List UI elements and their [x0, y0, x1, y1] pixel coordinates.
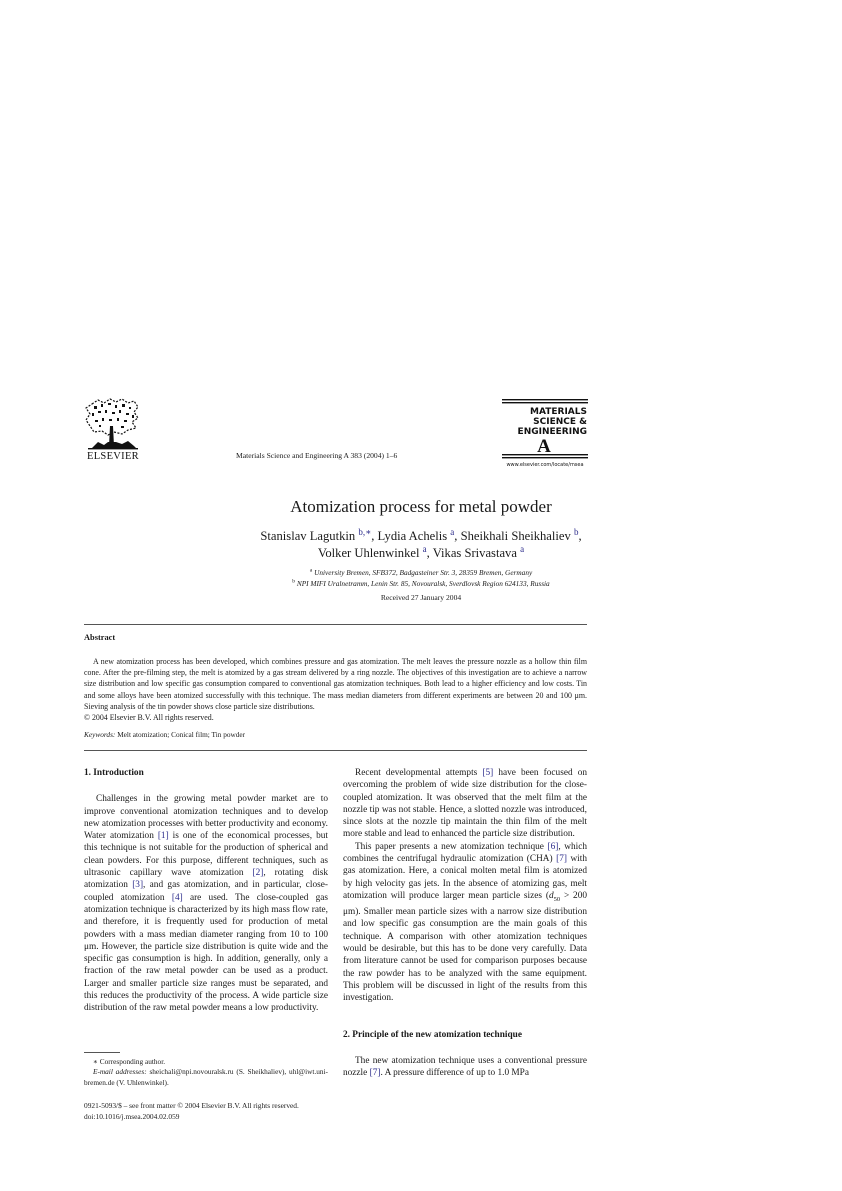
email-note: E-mail addresses: sheichali@npi.novoural… — [84, 1067, 328, 1087]
citation-link[interactable]: [1] — [157, 831, 169, 842]
paragraph: Recent developmental attempts [5] have b… — [343, 768, 588, 840]
doi[interactable]: doi:10.1016/j.msea.2004.02.059 — [84, 1111, 180, 1121]
journal-logo: MATERIALS SCIENCE & ENGINEERING A www.el… — [502, 398, 588, 468]
divider — [84, 750, 587, 751]
right-column: Recent developmental attempts [5] have b… — [343, 767, 587, 1079]
svg-text:www.elsevier.com/locate/msea: www.elsevier.com/locate/msea — [506, 462, 583, 468]
elsevier-tree-icon: ELSEVIER — [85, 398, 139, 462]
author: Stanislav Lagutkin b,∗, — [260, 526, 378, 543]
elsevier-logo: ELSEVIER — [84, 398, 142, 462]
citation-link[interactable]: [7] — [369, 1068, 381, 1079]
svg-text:A: A — [537, 436, 551, 457]
author-list: Stanislav Lagutkin b,∗, Lydia Achelis a,… — [0, 526, 842, 562]
author-affiliation-link[interactable]: a — [520, 543, 525, 554]
citation-link[interactable]: [7] — [556, 854, 567, 865]
paragraph: The new atomization technique uses a con… — [343, 1055, 587, 1079]
footnote-divider — [84, 1052, 120, 1053]
svg-text:SCIENCE &: SCIENCE & — [533, 417, 587, 427]
author-affiliation-link[interactable]: b,∗ — [358, 526, 372, 537]
author: Lydia Achelis a, — [377, 526, 461, 543]
footnotes: ∗ Corresponding author. E-mail addresses… — [84, 1057, 328, 1088]
abstract-body: A new atomization process has been devel… — [84, 656, 587, 723]
divider — [84, 624, 587, 625]
svg-text:ENGINEERING: ENGINEERING — [518, 427, 587, 437]
author-affiliation-link[interactable]: a — [450, 526, 455, 537]
author: Volker Uhlenwinkel a, — [317, 543, 433, 560]
issn-line: 0921-5093/$ – see front matter © 2004 El… — [84, 1101, 299, 1110]
keywords: Keywords: Melt atomization; Conical film… — [84, 730, 245, 739]
citation-link[interactable]: [3] — [132, 880, 144, 891]
citation-link[interactable]: [6] — [547, 841, 559, 852]
citation-link[interactable]: [5] — [482, 768, 494, 778]
section-heading-principle: 2. Principle of the new atomization tech… — [343, 1029, 522, 1040]
left-column: 1. Introduction Challenges in the growin… — [84, 767, 328, 1015]
corresponding-author-note: ∗ Corresponding author. — [93, 1057, 166, 1066]
affiliation: a University Bremen, SFB372, Badgasteine… — [309, 567, 533, 577]
abstract-text: A new atomization process has been devel… — [84, 657, 587, 711]
section-heading-introduction: 1. Introduction — [84, 768, 144, 778]
author-affiliation-link[interactable]: b — [573, 526, 579, 537]
affiliations: a University Bremen, SFB372, Badgasteine… — [0, 567, 842, 589]
paragraph: Challenges in the growing metal powder m… — [84, 794, 329, 1014]
author: Vikas Srivastava a — [432, 543, 525, 560]
citation-link[interactable]: [2] — [252, 868, 264, 879]
citation-link[interactable]: [4] — [171, 892, 183, 903]
author: Sheikhali Sheikhaliev b, — [460, 526, 582, 543]
abstract-copyright: © 2004 Elsevier B.V. All rights reserved… — [84, 713, 214, 723]
author-affiliation-link[interactable]: a — [422, 543, 427, 554]
article-title: Atomization process for metal powder — [290, 497, 552, 516]
received-date: Received 27 January 2004 — [380, 593, 462, 602]
front-matter: 0921-5093/$ – see front matter © 2004 El… — [84, 1101, 328, 1122]
abstract-heading: Abstract — [84, 633, 116, 642]
svg-text:ELSEVIER: ELSEVIER — [87, 451, 139, 460]
msea-logo-icon: MATERIALS SCIENCE & ENGINEERING A www.el… — [502, 399, 588, 468]
svg-text:MATERIALS: MATERIALS — [530, 407, 587, 417]
affiliation: b NPI MIFI Uralnetramm, Lenin Str. 85, N… — [292, 578, 550, 588]
paragraph: This paper presents a new atomization te… — [343, 841, 588, 1004]
journal-reference: Materials Science and Engineering A 383 … — [236, 451, 398, 460]
keywords-list: Melt atomization; Conical film; Tin powd… — [117, 730, 246, 739]
keywords-label: Keywords: — [84, 730, 116, 739]
